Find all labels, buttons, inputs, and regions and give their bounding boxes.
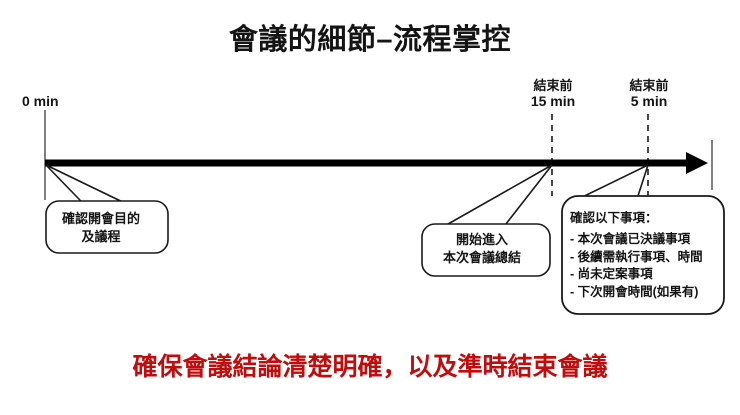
tick-label-before-5-en: 5 min (630, 93, 668, 110)
callout-summary-start-line-1: 開始進入 (455, 232, 508, 247)
page-title: 會議的細節–流程掌控 (228, 24, 512, 56)
callout-purpose-line-2: 及議程 (81, 228, 121, 244)
callout-purpose-text: 確認開會目的 及議程 (42, 210, 160, 245)
callout-confirm-items-bullet-3: - 尚未定案事項 (570, 267, 653, 282)
tick-label-before-5: 結束前 5 min (606, 78, 692, 110)
tick-label-start: 0 min (22, 93, 59, 109)
tick-label-before-5-cn: 結束前 (629, 78, 669, 93)
callout-confirm-items-bullet-4: - 下次開會時間(如果有) (570, 285, 699, 299)
callout-summary-start-line-2: 本次會議總結 (442, 249, 521, 265)
callout-confirm-items-bullet-1: - 本次會議已決議事項 (570, 231, 691, 246)
callout-confirm-items-bullet-2: - 後續需執行事項、時間 (570, 249, 703, 264)
callout-purpose-bubble (45, 200, 169, 254)
callout-summary-start-bubble (421, 223, 551, 277)
tick-label-before-15: 結束前 15 min (510, 78, 596, 110)
tick-label-before-15-en: 15 min (530, 93, 576, 110)
footer-statement: 確保會議結論清楚明確，以及準時結束會議 (132, 353, 608, 381)
callout-confirm-items-heading: 確認以下事項： (570, 211, 658, 225)
callout-purpose-line-1: 確認開會目的 (61, 211, 140, 226)
timeline-arrowhead (686, 152, 708, 174)
callout-confirm-items-text: 確認以下事項： - 本次會議已決議事項 - 後續需執行事項、時間 - 尚未定案事… (570, 210, 720, 302)
callout-confirm-items-bubble (561, 195, 725, 315)
tick-label-before-15-cn: 結束前 (533, 78, 573, 93)
callout-summary-start-text: 開始進入 本次會議總結 (420, 231, 544, 266)
